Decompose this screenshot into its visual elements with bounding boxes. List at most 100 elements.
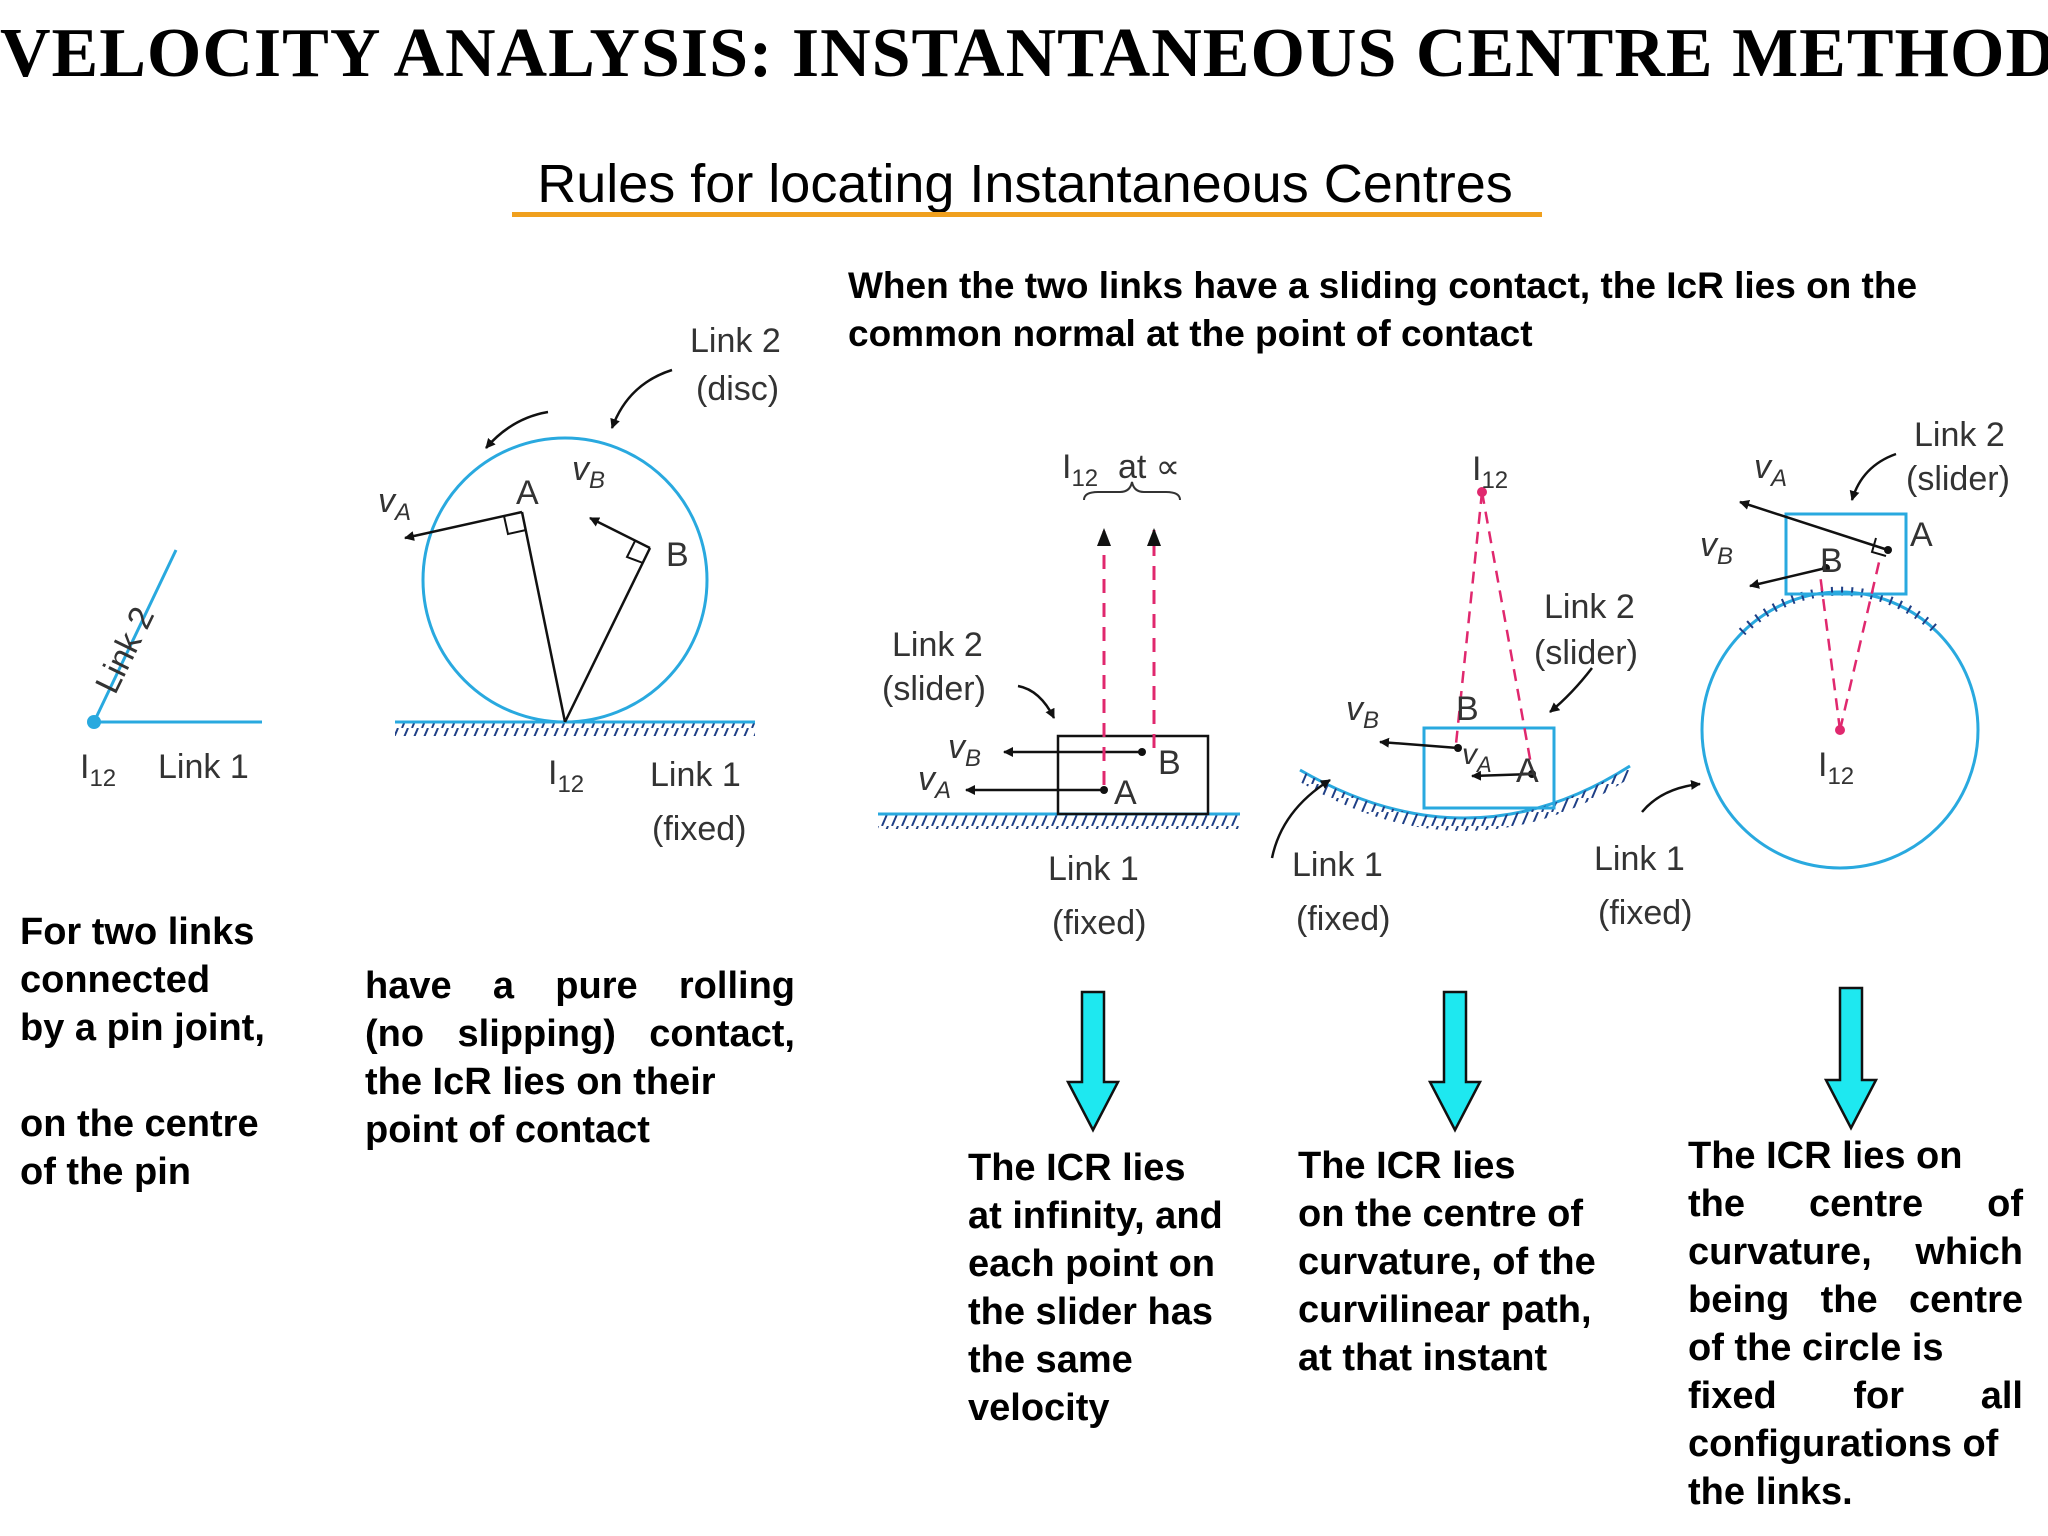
curved-rule-line: on the centre of (1298, 1193, 1584, 1235)
pin-joint-diagram: Link 2 I12 Link 1 (80, 549, 262, 792)
curved-rule-line: curvilinear path, (1298, 1289, 1592, 1331)
circle-rule-line: configurations of (1688, 1423, 1999, 1465)
straight-point-a: A (1114, 774, 1137, 812)
pin-link1-label: Link 1 (158, 748, 249, 786)
curved-point-b-dot (1454, 744, 1462, 752)
straight-rule-line: the slider has (968, 1291, 1213, 1333)
straight-rule-line: the same (968, 1339, 1133, 1381)
straight-point-a-dot (1100, 786, 1108, 794)
circle-rule-line: the centre of (1688, 1183, 2023, 1225)
curved-vb-arrow (1379, 737, 1459, 750)
section-subtitle: Rules for locating Instantaneous Centres (537, 154, 1513, 214)
circle-point-b-dot (1822, 564, 1830, 572)
disc-point-a: A (516, 474, 539, 512)
straight-rule-line: velocity (968, 1387, 1110, 1429)
curved-link1-note: (fixed) (1296, 900, 1390, 938)
circle-va-label: vA (1754, 448, 1787, 492)
curved-link1-label: Link 1 (1292, 846, 1383, 884)
straight-icr-label: I12 (1062, 448, 1098, 492)
circle-link2-note: (slider) (1906, 460, 2010, 498)
curved-rule-line: curvature, of the (1298, 1241, 1596, 1283)
disc-vb-arrow (589, 516, 651, 550)
rolling-contact-rule: have a pure rolling (no slipping) contac… (365, 962, 795, 1154)
disc-link2-label: Link 2 (690, 322, 781, 360)
pin-icr-label: I12 (80, 748, 116, 792)
straight-link2-note: (slider) (882, 670, 986, 708)
circle-point-b: B (1820, 542, 1843, 580)
disc-link1-note: (fixed) (652, 810, 746, 848)
circle-slider-block (1784, 512, 1908, 596)
disc-right-angle-b (625, 540, 644, 564)
circle-rule-line: fixed for all (1688, 1375, 2023, 1417)
curved-normal-a (1480, 491, 1534, 771)
pin-link2-label: Link 2 (88, 601, 162, 699)
page-title: VELOCITY ANALYSIS: INSTANTANEOUS CENTRE … (0, 15, 2048, 92)
disc-circle (421, 436, 709, 724)
curved-ground-line (1299, 764, 1631, 820)
rolling-disc-diagram: Link 2 (disc) vA vB A B I12 Link 1 (fixe… (378, 322, 781, 848)
pin-rule-line: For two links (20, 911, 255, 953)
disc-link2-note: (disc) (696, 370, 779, 408)
straight-icr-brace (1083, 481, 1181, 501)
straight-slider-rule: The ICR lies at infinity, and each point… (968, 1144, 1223, 1432)
curved-rule-line: The ICR lies (1298, 1145, 1516, 1187)
circle-rule-line: of the circle is (1688, 1327, 1944, 1369)
circle-fixed-link (1700, 590, 1980, 870)
pin-rule-line: on the centre (20, 1103, 259, 1145)
sliding-header-line-2: common normal at the point of contact (848, 313, 1533, 354)
straight-point-b-dot (1138, 748, 1146, 756)
circle-normal-b (1818, 573, 1842, 731)
down-arrow-straight (1065, 990, 1121, 1133)
curved-link1-pointer (1270, 778, 1331, 859)
rolling-rule-line: (no slipping) contact, (365, 1013, 795, 1055)
rolling-rule-line: have a pure rolling (365, 965, 795, 1007)
circle-point-a-dot (1884, 546, 1892, 554)
pin-joint-rule: For two links connected by a pin joint, … (20, 908, 265, 1196)
down-arrow-curved (1427, 990, 1483, 1133)
disc-vb-label: vB (572, 450, 605, 494)
curved-icr-dot (1477, 487, 1487, 497)
straight-link1-label: Link 1 (1048, 850, 1139, 888)
down-arrow-circle (1823, 986, 1879, 1131)
straight-vb-label: vB (948, 728, 981, 772)
curved-point-a-dot (1528, 770, 1536, 778)
disc-icr-label: I12 (548, 754, 584, 798)
straight-va-label: vA (918, 760, 951, 804)
disc-link1-label: Link 1 (650, 756, 741, 794)
circle-rule-line: The ICR lies on (1688, 1135, 1963, 1177)
circle-normal-a (1838, 557, 1882, 731)
circle-link2-label: Link 2 (1914, 416, 2005, 454)
pin-rule-line: by a pin joint, (20, 1007, 265, 1049)
curved-ground-hatch (1300, 766, 1630, 832)
disc-va-label: vA (378, 482, 411, 526)
curved-point-b: B (1456, 690, 1479, 728)
disc-rotation-arrow (485, 410, 549, 449)
circle-link1-note: (fixed) (1598, 894, 1692, 932)
circle-va-arrow (1739, 500, 1889, 552)
curved-link2-label: Link 2 (1544, 588, 1635, 626)
straight-link2-pointer (1017, 684, 1056, 719)
circle-link2-pointer (1849, 452, 1897, 501)
straight-slider-diagram: I12 at ∝ Link 2 (slider) vB vA B A Link … (878, 448, 1240, 942)
disc-right-angle-a (503, 515, 527, 536)
disc-link2-pointer (610, 368, 673, 429)
sliding-contact-header: When the two links have a sliding contac… (848, 262, 1917, 358)
curved-vb-label: vB (1346, 690, 1379, 734)
straight-rule-line: The ICR lies (968, 1147, 1186, 1189)
rolling-rule-line: point of contact (365, 1109, 650, 1151)
rolling-ground-hatch (395, 722, 755, 736)
curved-slider-diagram: I12 Link 2 (slider) vB B vA A Link 1 (fi… (1270, 450, 1638, 938)
straight-point-b: B (1158, 744, 1181, 782)
rolling-rule-line: the IcR lies on their (365, 1061, 716, 1103)
straight-link2-label: Link 2 (892, 626, 983, 664)
circle-icr-dot (1835, 725, 1845, 735)
circle-link1-label: Link 1 (1594, 840, 1685, 878)
curved-point-a: A (1516, 752, 1539, 790)
circle-right-angle (1870, 537, 1887, 557)
circle-rule-line: curvature, which (1688, 1231, 2023, 1273)
straight-icr-note: at ∝ (1118, 448, 1180, 486)
pin-joint-dot (87, 715, 101, 729)
curved-slider-block (1422, 726, 1556, 810)
pin-rule-line: connected (20, 959, 211, 1001)
